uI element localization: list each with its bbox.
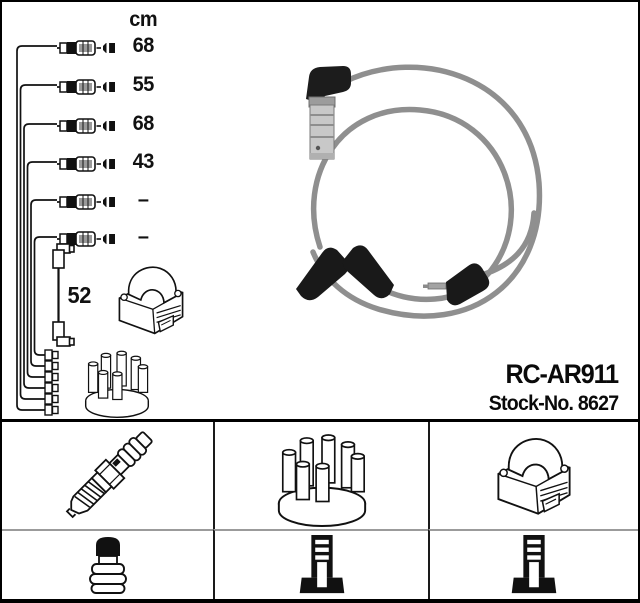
ignition-coil-drawing	[118, 266, 184, 335]
component-table	[2, 419, 638, 599]
distributor-cap-drawing	[84, 350, 150, 419]
cable-length-label: 68	[132, 112, 155, 135]
stock-number: Stock-No. 8627	[488, 392, 618, 415]
unit-header: cm	[129, 8, 158, 31]
cable-length-label: 43	[132, 150, 155, 173]
cable-length-label: –	[137, 188, 149, 211]
plug-terminal-icon	[88, 536, 127, 594]
table-cell	[213, 422, 428, 529]
coil-wire-length-label: 52	[67, 282, 92, 308]
connector-assembly-icon	[57, 79, 116, 95]
connector-assembly-icon	[57, 156, 116, 172]
connector-assembly-icon	[57, 118, 116, 134]
cable-length-label: 55	[132, 73, 155, 96]
table-cell	[213, 529, 428, 599]
connector-assembly-icon	[57, 194, 116, 210]
distributor-stub-connectors	[44, 349, 59, 416]
coil-terminal-icon	[511, 535, 557, 594]
product-code: RC-AR911	[505, 359, 620, 389]
product-photo	[296, 64, 543, 319]
distributor-cap-icon	[277, 433, 366, 527]
angled-boot	[342, 245, 394, 299]
coil-wire-icon	[52, 243, 75, 347]
spark-plug-connector	[306, 66, 351, 160]
cable-length-label: 68	[132, 34, 155, 57]
angled-boot	[296, 247, 349, 301]
cable-loop	[310, 64, 543, 319]
table-cell	[428, 422, 638, 529]
distributor-terminal-icon	[299, 535, 344, 594]
connector-assembly-icon	[57, 40, 116, 56]
table-cell	[2, 529, 213, 599]
spark-plug-icon	[59, 425, 158, 524]
cable-length-label: –	[137, 225, 149, 248]
distributor-connector	[423, 263, 490, 306]
cable-schematic	[16, 40, 184, 419]
table-cell	[428, 529, 638, 599]
table-cell	[2, 422, 213, 529]
ignition-coil-icon	[497, 437, 571, 515]
